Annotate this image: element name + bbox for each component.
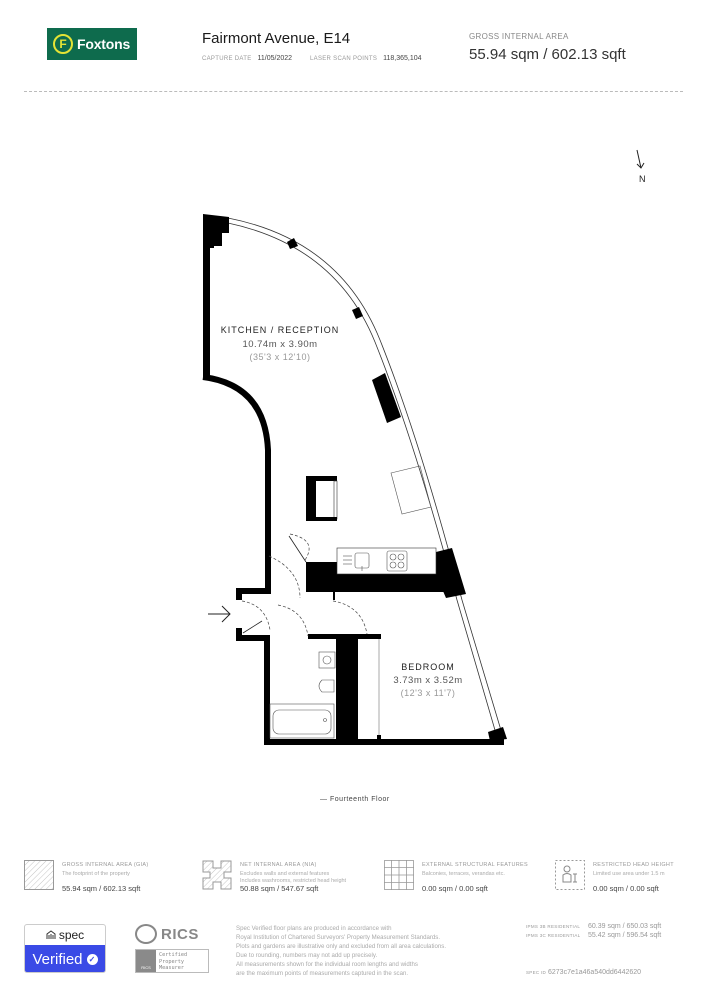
- rics-logo: RICS RICS Certified Property Measurer: [135, 924, 209, 976]
- scan-points-label: LASER SCAN POINTS: [310, 56, 378, 62]
- room-name-kitchen: KITCHEN / RECEPTION: [220, 325, 340, 335]
- legend-value: 55.94 sqm / 602.13 sqft: [62, 884, 141, 893]
- legend-desc: Balconies, terraces, verandas etc.: [422, 871, 505, 877]
- ipms-3b-value: 60.39 sqm / 650.03 sqft: [588, 923, 662, 930]
- disclaimer: Spec Verified floor plans are produced i…: [236, 924, 506, 978]
- ipms-3b-label: IPMS 3B RESIDENTIAL: [526, 924, 581, 929]
- hatch-square-icon: [24, 860, 54, 890]
- washbasin-icon: [318, 651, 336, 669]
- header: F Foxtons Fairmont Avenue, E14 CAPTURE D…: [0, 0, 707, 92]
- rics-cert-line: Measurer: [159, 965, 184, 971]
- property-address: Fairmont Avenue, E14: [202, 30, 351, 47]
- legend-desc: Excludes walls and external features: [240, 871, 330, 877]
- disclaimer-line: Due to rounding, numbers may not add up …: [236, 952, 378, 959]
- rics-mark-icon: RICS: [136, 950, 156, 972]
- header-divider: [24, 91, 683, 92]
- north-arrow-icon: [636, 149, 645, 169]
- toilet-icon: [318, 679, 335, 693]
- room-name-bedroom: BEDROOM: [401, 662, 455, 672]
- legend-title: EXTERNAL STRUCTURAL FEATURES: [422, 862, 528, 868]
- spec-house-icon: [46, 930, 56, 939]
- room-metric-bedroom: 3.73m x 3.52m: [393, 675, 463, 686]
- rics-lion-icon: [135, 924, 157, 944]
- room-metric-kitchen: 10.74m x 3.90m: [242, 339, 318, 350]
- ipms-3c-label: IPMS 3C RESIDENTIAL: [526, 933, 581, 938]
- gia-value: 55.94 sqm / 602.13 sqft: [469, 46, 626, 63]
- area-legend: GROSS INTERNAL AREA (GIA) The footprint …: [0, 860, 707, 900]
- sink-icon: [343, 552, 370, 571]
- floor-label: — Fourteenth Floor: [320, 796, 390, 803]
- spec-id-label: SPEC ID: [526, 970, 547, 975]
- capture-date: 11/05/2022: [257, 55, 293, 62]
- bathtub-icon: [269, 703, 335, 739]
- room-imperial-kitchen: (35'3 x 12'10): [249, 352, 311, 362]
- legend-desc: Limited use area under 1.5 m: [593, 871, 665, 877]
- room-imperial-bedroom: (12'3 x 11'7): [400, 688, 456, 698]
- spec-id: SPEC ID 6273c7e1a46a540dd6442620: [526, 969, 641, 976]
- gia-label: GROSS INTERNAL AREA: [469, 32, 569, 41]
- legend-title: NET INTERNAL AREA (NIA): [240, 862, 317, 868]
- entrance-arrow-icon: [208, 605, 231, 623]
- rics-cert-line: Property: [159, 958, 184, 965]
- legend-desc-2: Includes washrooms, restricted head heig…: [240, 878, 347, 884]
- hatch-nia-icon: [202, 860, 232, 890]
- legend-value: 0.00 sqm / 0.00 sqft: [593, 884, 659, 893]
- legend-title: RESTRICTED HEAD HEIGHT: [593, 862, 674, 868]
- rics-certified-badge: RICS Certified Property Measurer: [135, 949, 209, 973]
- ipms-3c-value: 55.42 sqm / 596.54 sqft: [588, 932, 662, 939]
- foxtons-f-icon: F: [53, 34, 73, 54]
- grid-icon: [384, 860, 414, 890]
- disclaimer-line: Spec Verified floor plans are produced i…: [236, 925, 392, 932]
- check-icon: ✓: [86, 954, 98, 965]
- capture-meta: CAPTURE DATE 11/05/2022 LASER SCAN POINT…: [202, 55, 434, 62]
- scan-points: 118,365,104: [383, 55, 422, 62]
- spec-id-value: 6273c7e1a46a540dd6442620: [548, 969, 642, 976]
- disclaimer-line: Royal Institution of Chartered Surveyors…: [236, 934, 441, 941]
- ipms-figures: IPMS 3B RESIDENTIAL 60.39 sqm / 650.03 s…: [526, 923, 661, 941]
- floor-plan: [202, 149, 645, 745]
- foxtons-logo: F Foxtons: [47, 28, 137, 60]
- spec-verified-badge: spec Verified ✓: [24, 924, 106, 973]
- disclaimer-line: are the maximum points of measurements c…: [236, 970, 409, 977]
- curved-glazing: [227, 217, 504, 738]
- disclaimer-line: Plots and gardens are illustrative only …: [236, 943, 447, 950]
- legend-value: 0.00 sqm / 0.00 sqft: [422, 884, 488, 893]
- hob-icon: [386, 550, 408, 572]
- rics-cert-line: Certified: [159, 952, 188, 958]
- person-height-icon: [555, 860, 585, 890]
- rics-label: RICS: [161, 925, 199, 943]
- brand-name: Foxtons: [77, 36, 131, 52]
- disclaimer-line: All measurements shown for the individua…: [236, 961, 418, 968]
- legend-value: 50.88 sqm / 547.67 sqft: [240, 884, 319, 893]
- north-label: N: [639, 174, 646, 184]
- spec-verified-label: Verified: [32, 951, 83, 968]
- legend-desc: The footprint of the property: [62, 871, 130, 877]
- footer: spec Verified ✓ RICS RICS Certified Prop…: [0, 915, 707, 1000]
- capture-date-label: CAPTURE DATE: [202, 56, 252, 62]
- spec-brand: spec: [58, 928, 85, 942]
- legend-title: GROSS INTERNAL AREA (GIA): [62, 862, 149, 868]
